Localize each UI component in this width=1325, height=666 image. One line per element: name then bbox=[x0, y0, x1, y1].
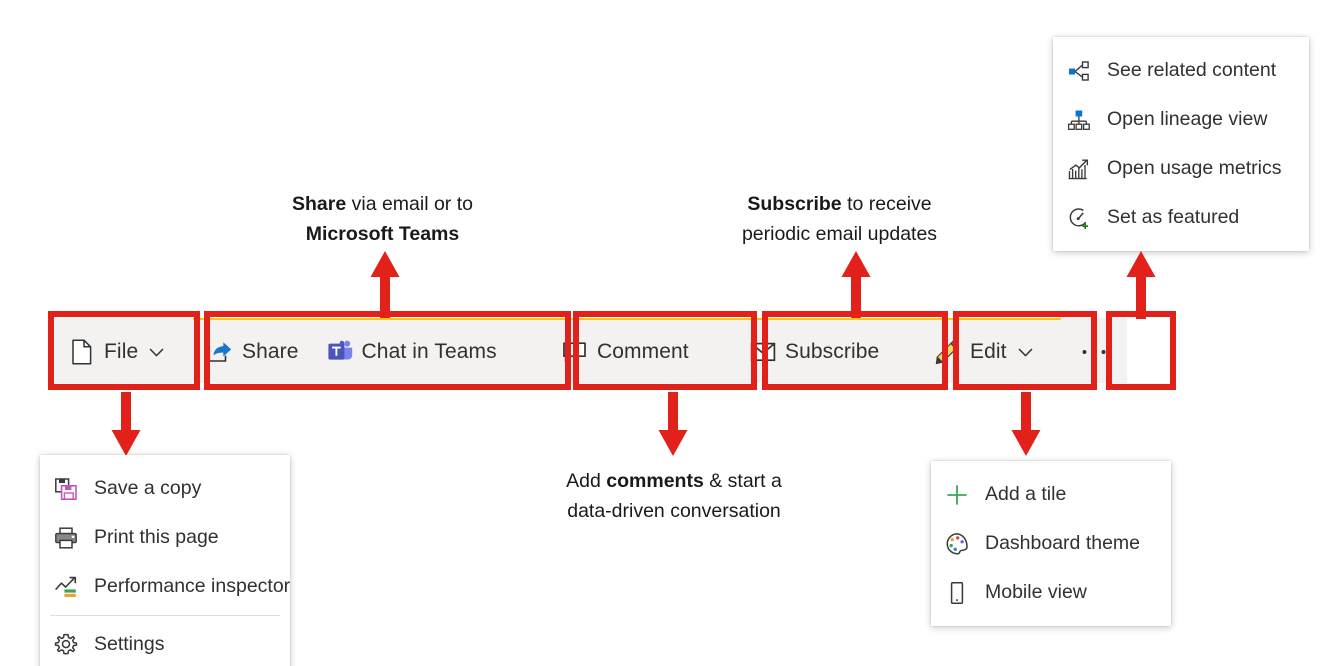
share-annotation-caption: Share via email or to Microsoft Teams bbox=[255, 190, 510, 249]
menu-item-label: Open usage metrics bbox=[1107, 157, 1282, 179]
chevron-down-icon bbox=[1017, 343, 1034, 360]
subscribe-annotation-rest: to receive bbox=[841, 193, 932, 215]
share-button-label: Share bbox=[242, 339, 299, 363]
related-content-icon bbox=[1067, 59, 1091, 83]
menu-item-label: Print this page bbox=[94, 526, 219, 548]
share-annotation-bold2: Microsoft Teams bbox=[305, 222, 460, 245]
subscribe-annotation-rest2: periodic email updates bbox=[741, 222, 938, 245]
teams-icon bbox=[327, 339, 353, 365]
usage-metrics-icon bbox=[1067, 157, 1091, 181]
envelope-icon bbox=[750, 339, 776, 365]
menu-item-label: Mobile view bbox=[985, 581, 1087, 603]
file-button[interactable]: File bbox=[55, 320, 179, 383]
file-menu[interactable]: Save a copy Print this page bbox=[40, 455, 290, 666]
performance-inspector-icon bbox=[54, 575, 78, 599]
subscribe-annotation-line2: periodic email updates bbox=[712, 220, 967, 250]
palette-icon bbox=[945, 532, 969, 556]
lineage-icon bbox=[1067, 108, 1091, 132]
edit-menu[interactable]: Add a tile Dashboard theme bbox=[931, 461, 1171, 626]
chevron-down-icon bbox=[148, 343, 165, 360]
share-group: Share Chat in Teams bbox=[193, 318, 548, 383]
mobile-icon bbox=[945, 581, 969, 605]
share-annotation-bold: Share bbox=[291, 193, 347, 215]
menu-item-save-a-copy[interactable]: Save a copy bbox=[40, 464, 290, 513]
share-annotation-line1: Share via email or to bbox=[255, 190, 510, 220]
subscribe-callout-arrow bbox=[839, 251, 873, 319]
dashboard-toolbar: File Share bbox=[55, 318, 1127, 383]
menu-item-mobile-view[interactable]: Mobile view bbox=[931, 568, 1171, 617]
edit-button-label: Edit bbox=[970, 339, 1007, 363]
menu-item-label: Dashboard theme bbox=[985, 532, 1141, 554]
settings-gear-icon bbox=[54, 633, 78, 657]
file-menu-separator bbox=[50, 615, 280, 616]
comment-annotation-rest: & start a bbox=[703, 470, 782, 492]
menu-item-open-lineage-view[interactable]: Open lineage view bbox=[1053, 95, 1309, 144]
menu-item-label: Save a copy bbox=[94, 477, 202, 499]
menu-item-add-a-tile[interactable]: Add a tile bbox=[931, 470, 1171, 519]
edit-callout-arrow bbox=[1009, 392, 1043, 456]
comment-icon bbox=[562, 339, 588, 365]
file-callout-arrow bbox=[109, 392, 143, 456]
menu-item-set-as-featured[interactable]: Set as featured bbox=[1053, 193, 1309, 242]
share-annotation-line2: Microsoft Teams bbox=[255, 220, 510, 250]
comment-callout-arrow bbox=[656, 392, 690, 456]
menu-item-see-related-content[interactable]: See related content bbox=[1053, 46, 1309, 95]
subscribe-button[interactable]: Subscribe bbox=[736, 320, 893, 383]
menu-item-label: Open lineage view bbox=[1107, 108, 1268, 130]
plus-icon bbox=[945, 483, 969, 507]
comment-annotation-line2: data-driven conversation bbox=[545, 497, 803, 527]
share-button[interactable]: Share bbox=[193, 320, 313, 383]
menu-item-label: See related content bbox=[1107, 59, 1277, 81]
more-ellipsis-icon bbox=[1081, 339, 1107, 365]
share-annotation-rest: via email or to bbox=[346, 193, 473, 215]
file-icon bbox=[69, 338, 95, 365]
edit-group: Edit bbox=[921, 318, 1061, 383]
more-callout-arrow bbox=[1124, 251, 1158, 319]
menu-item-performance-inspector[interactable]: Performance inspector bbox=[40, 562, 290, 611]
share-callout-arrow bbox=[368, 251, 402, 319]
menu-item-open-usage-metrics[interactable]: Open usage metrics bbox=[1053, 144, 1309, 193]
comment-button[interactable]: Comment bbox=[548, 320, 703, 383]
menu-item-print-this-page[interactable]: Print this page bbox=[40, 513, 290, 562]
more-menu[interactable]: See related content Open lineage view bbox=[1053, 37, 1309, 251]
menu-item-label: Settings bbox=[94, 633, 165, 655]
subscribe-annotation-bold: Subscribe bbox=[747, 193, 842, 215]
more-group bbox=[1061, 318, 1127, 383]
subscribe-button-label: Subscribe bbox=[785, 339, 880, 363]
printer-icon bbox=[54, 526, 78, 550]
menu-item-label: Set as featured bbox=[1107, 206, 1240, 228]
comment-annotation-pre: Add bbox=[566, 470, 607, 492]
subscribe-group: Subscribe bbox=[736, 318, 921, 383]
share-icon bbox=[207, 339, 233, 365]
file-button-label: File bbox=[104, 339, 139, 363]
edit-button[interactable]: Edit bbox=[921, 320, 1048, 383]
more-options-button[interactable] bbox=[1061, 320, 1127, 383]
subscribe-annotation-line1: Subscribe to receive bbox=[712, 190, 967, 220]
save-copy-icon bbox=[54, 477, 78, 501]
comment-group: Comment bbox=[548, 318, 736, 383]
chat-in-teams-button[interactable]: Chat in Teams bbox=[313, 320, 511, 383]
menu-item-label: Add a tile bbox=[985, 483, 1067, 505]
comment-annotation-rest2: data-driven conversation bbox=[567, 499, 781, 522]
subscribe-annotation-caption: Subscribe to receive periodic email upda… bbox=[712, 190, 967, 249]
set-featured-icon bbox=[1067, 206, 1091, 230]
comment-annotation-line1: Add comments & start a bbox=[545, 467, 803, 497]
comment-annotation-caption: Add comments & start a data-driven conve… bbox=[545, 467, 803, 526]
comment-button-label: Comment bbox=[597, 339, 689, 363]
menu-item-dashboard-theme[interactable]: Dashboard theme bbox=[931, 519, 1171, 568]
menu-item-settings[interactable]: Settings bbox=[40, 620, 290, 666]
menu-item-label: Performance inspector bbox=[94, 575, 291, 597]
comment-annotation-bold: comments bbox=[606, 470, 704, 492]
pencil-icon bbox=[935, 339, 961, 365]
chat-in-teams-button-label: Chat in Teams bbox=[361, 339, 497, 363]
file-group: File bbox=[55, 318, 193, 383]
